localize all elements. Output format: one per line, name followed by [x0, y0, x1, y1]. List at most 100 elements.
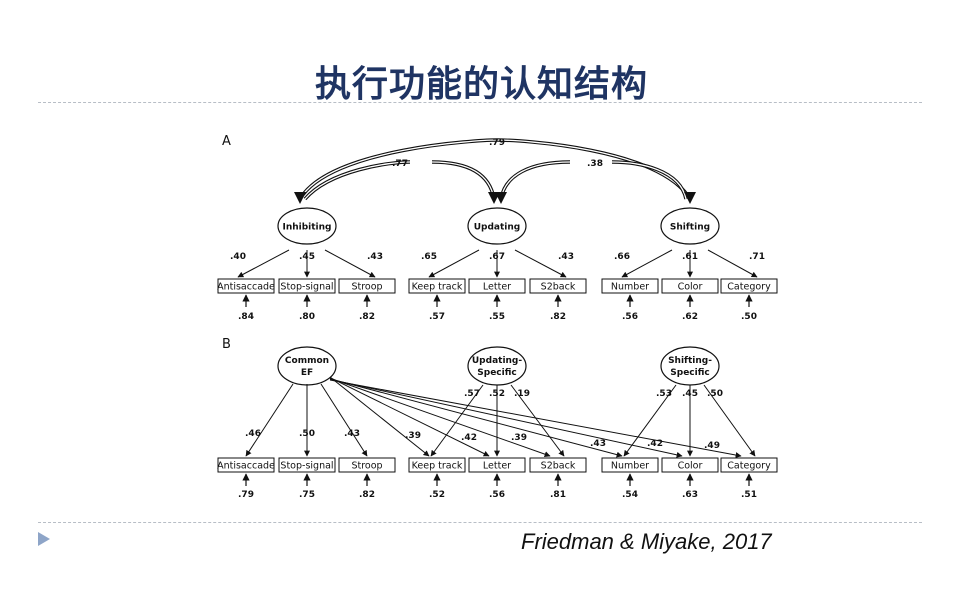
common-loading-arrow-keep-track [329, 376, 430, 457]
panel-a-label: A [222, 134, 231, 149]
indicator-b-label-keep-track: Keep track [412, 461, 463, 472]
indicator-b-keep-track [408, 457, 466, 473]
residual-b-stroop: .82 [359, 490, 375, 500]
latent-label-updating_specific-2: Specific [477, 368, 516, 378]
latent-shifting [660, 207, 720, 245]
shifting-specific-arrow-number [623, 384, 677, 457]
latent-label-updating: Updating [474, 223, 521, 233]
residual-a-color: .62 [682, 312, 698, 322]
latent-label-common-2: EF [301, 368, 313, 378]
indicator-b-label-stroop: Stroop [351, 461, 382, 472]
loading-a-stop-signal: .45 [299, 252, 315, 262]
updating-specific-arrow-keep-track [430, 384, 484, 457]
residual-a-letter: .55 [489, 312, 505, 322]
residual-b-s2back: .81 [550, 490, 566, 500]
indicator-b-letter [468, 457, 526, 473]
slide-title: 执行功能的认知结构 [314, 64, 648, 105]
indicator-b-label-letter: Letter [483, 461, 511, 472]
residual-b-stop-signal: .75 [299, 490, 315, 500]
common-loading-arrow-number [329, 378, 623, 458]
common-loading-arrow-stroop [320, 383, 368, 457]
latent-inhibiting [277, 207, 337, 245]
loading-a-antisaccade: .40 [230, 252, 246, 262]
updating-specific-loading-s2back: .19 [514, 389, 530, 399]
indicator-a-antisaccade [217, 278, 275, 294]
common-loading-arrow-antisaccade [245, 383, 294, 457]
shifting-specific-loading-category: .50 [707, 389, 723, 399]
latent-label-shifting: Shifting [670, 223, 710, 233]
common-loading-category: .49 [704, 441, 720, 451]
latent-shifting_specific [660, 346, 720, 386]
common-loading-stroop: .43 [344, 429, 360, 439]
latent-label-shifting_specific-1: Shifting- [668, 356, 712, 366]
updating-specific-arrow-s2back [510, 384, 565, 457]
loading-a-category: .71 [749, 252, 765, 262]
loading-a-stroop: .43 [367, 252, 383, 262]
loading-arrow-a-antisaccade [237, 249, 290, 278]
latent-common [277, 346, 337, 386]
indicator-a-letter [468, 278, 526, 294]
residual-a-keep-track: .57 [429, 312, 445, 322]
indicator-a-keep-track [408, 278, 466, 294]
loading-arrow-a-stroop [324, 249, 376, 278]
common-loading-color: .42 [647, 439, 663, 449]
indicator-a-label-s2back: S2back [541, 282, 576, 293]
bullet-arrow-icon [38, 532, 50, 546]
loading-arrow-a-number [621, 249, 673, 278]
indicator-b-antisaccade [217, 457, 275, 473]
corr-label-inhibiting-updating: .77 [392, 159, 408, 169]
common-loading-arrow-letter [329, 377, 490, 457]
residual-b-letter: .56 [489, 490, 505, 500]
indicator-b-color [661, 457, 719, 473]
residual-a-stop-signal: .80 [299, 312, 315, 322]
loading-a-letter: .67 [489, 252, 505, 262]
residual-b-keep-track: .52 [429, 490, 445, 500]
indicator-a-number [601, 278, 659, 294]
latent-label-shifting_specific-2: Specific [670, 368, 709, 378]
indicator-b-label-s2back: S2back [541, 461, 576, 472]
indicator-a-label-keep-track: Keep track [412, 282, 463, 293]
loading-a-number: .66 [614, 252, 630, 262]
loading-a-color: .61 [682, 252, 698, 262]
indicator-b-label-antisaccade: Antisaccade [217, 461, 275, 472]
latent-updating [467, 207, 527, 245]
top-divider [38, 102, 922, 103]
indicator-b-label-category: Category [727, 461, 771, 472]
indicator-b-stroop [338, 457, 396, 473]
indicator-a-category [720, 278, 778, 294]
updating-specific-loading-letter: .52 [489, 389, 505, 399]
updating-specific-loading-keep-track: .57 [464, 389, 480, 399]
loading-arrow-a-keep-track [428, 249, 480, 278]
panel-b: CommonEFUpdating-SpecificShifting-Specif… [217, 346, 778, 500]
indicator-a-label-stop-signal: Stop-signal [280, 282, 333, 293]
residual-b-category: .51 [741, 490, 757, 500]
loading-a-s2back: .43 [558, 252, 574, 262]
panel-b-label: B [222, 337, 231, 352]
indicator-a-label-category: Category [727, 282, 771, 293]
residual-b-color: .63 [682, 490, 698, 500]
indicator-b-number [601, 457, 659, 473]
latent-label-inhibiting: Inhibiting [282, 223, 331, 233]
indicator-a-label-antisaccade: Antisaccade [217, 282, 275, 293]
indicator-a-s2back [529, 278, 587, 294]
indicator-a-stroop [338, 278, 396, 294]
residual-a-category: .50 [741, 312, 757, 322]
indicator-b-label-stop-signal: Stop-signal [280, 461, 333, 472]
indicator-b-category [720, 457, 778, 473]
indicator-a-label-stroop: Stroop [351, 282, 382, 293]
residual-b-antisaccade: .79 [238, 490, 254, 500]
indicator-a-stop-signal [278, 278, 336, 294]
common-loading-number: .43 [590, 439, 606, 449]
bottom-divider [38, 522, 922, 523]
loading-arrow-a-s2back [514, 249, 567, 278]
shifting-specific-loading-number: .53 [656, 389, 672, 399]
shifting-specific-loading-color: .45 [682, 389, 698, 399]
panel-a-correlations [294, 138, 696, 204]
loading-a-keep-track: .65 [421, 252, 437, 262]
shifting-specific-arrow-category [703, 384, 756, 457]
residual-a-antisaccade: .84 [238, 312, 254, 322]
panel-a: Inhibiting Updating Shifting .40Antisaccade… [217, 207, 778, 322]
common-loading-stop-signal: .50 [299, 429, 315, 439]
common-loading-letter: .42 [461, 433, 477, 443]
